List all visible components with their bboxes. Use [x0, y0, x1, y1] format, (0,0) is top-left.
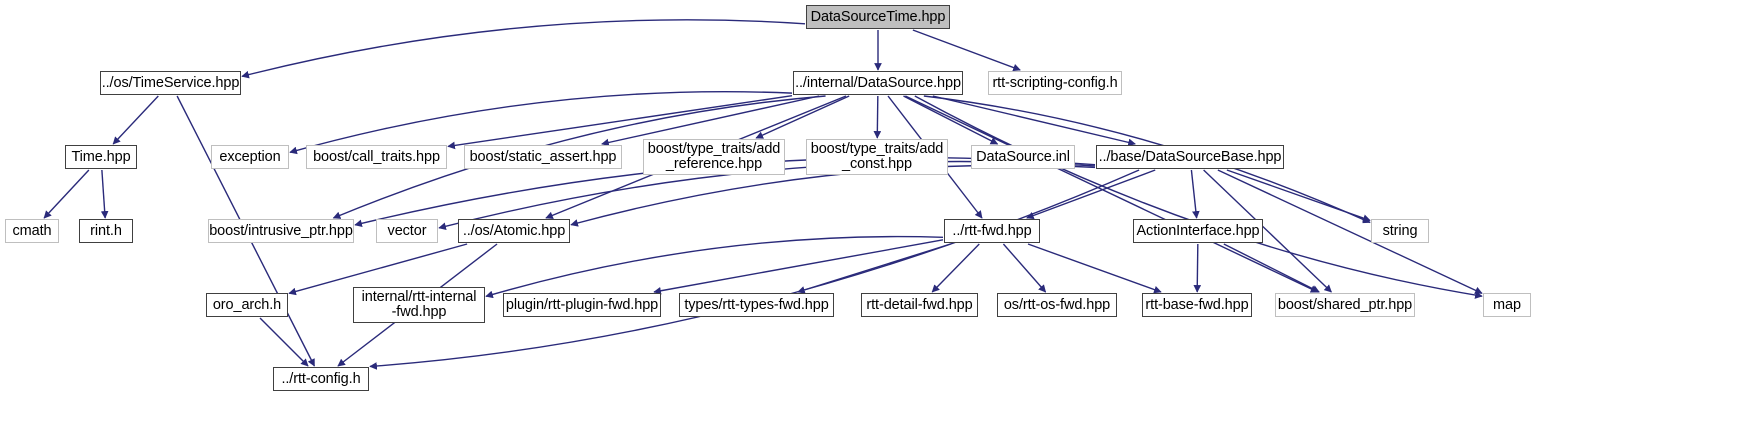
graph-node-add_const[interactable]: boost/type_traits/add _const.hpp: [806, 139, 948, 175]
graph-edge-datasourcebase-to-rtt_fwd: [1026, 169, 1156, 220]
graph-node-internal_datasource[interactable]: ../internal/DataSource.hpp: [793, 71, 963, 95]
graph-edge-internal_datasource-to-shared_ptr: [905, 95, 1319, 293]
graph-edge-time-to-rint: [100, 169, 109, 219]
graph-node-map[interactable]: map: [1483, 293, 1531, 317]
graph-node-cmath[interactable]: cmath: [5, 219, 59, 243]
graph-edge-rtt_fwd-to-os_fwd: [1002, 243, 1047, 293]
graph-edge-internal_datasource-to-static_assert: [601, 95, 820, 147]
graph-node-vector[interactable]: vector: [376, 219, 438, 243]
graph-node-rint[interactable]: rint.h: [79, 219, 133, 243]
graph-edge-rtt_fwd-to-plugin_fwd: [653, 239, 944, 295]
graph-edge-internal_datasource-to-add_reference: [755, 95, 850, 139]
graph-node-add_reference[interactable]: boost/type_traits/add _reference.hpp: [643, 139, 785, 175]
graph-edge-rtt_fwd-to-detail_fwd: [931, 243, 980, 293]
graph-node-intrusive_ptr[interactable]: boost/intrusive_ptr.hpp: [208, 219, 354, 243]
graph-node-call_traits[interactable]: boost/call_traits.hpp: [306, 145, 447, 169]
graph-node-timeservice[interactable]: ../os/TimeService.hpp: [100, 71, 241, 95]
graph-edge-internal_datasource-to-add_const: [873, 95, 882, 139]
graph-edge-internal_datasource-to-datasourcebase: [932, 95, 1136, 147]
graph-node-time[interactable]: Time.hpp: [65, 145, 137, 169]
graph-edge-actioninterface-to-shared_ptr: [1223, 243, 1320, 293]
graph-node-rtt_scripting_config[interactable]: rtt-scripting-config.h: [988, 71, 1122, 95]
graph-edge-datasourcebase-to-rtt_config: [369, 169, 1140, 370]
graph-edge-oro_arch-to-rtt_config: [259, 317, 309, 367]
graph-node-datasourcebase[interactable]: ../base/DataSourceBase.hpp: [1096, 145, 1284, 169]
graph-node-datasourcetime[interactable]: DataSourceTime.hpp: [806, 5, 950, 29]
graph-edge-actioninterface-to-base_fwd: [1193, 243, 1202, 293]
graph-node-datasource_inl[interactable]: DataSource.inl: [971, 145, 1075, 169]
graph-node-rtt_fwd[interactable]: ../rtt-fwd.hpp: [944, 219, 1040, 243]
graph-edge-atomic-to-oro_arch: [288, 243, 468, 296]
graph-edge-timeservice-to-time: [112, 95, 159, 145]
graph-node-rtt_config[interactable]: ../rtt-config.h: [273, 367, 369, 391]
graph-node-base_fwd[interactable]: rtt-base-fwd.hpp: [1142, 293, 1252, 317]
graph-edge-datasourcebase-to-actioninterface: [1190, 169, 1200, 219]
graph-node-oro_arch[interactable]: oro_arch.h: [206, 293, 288, 317]
graph-node-shared_ptr[interactable]: boost/shared_ptr.hpp: [1275, 293, 1415, 317]
graph-edge-internal_datasource-to-map: [914, 95, 1483, 299]
graph-edge-rtt_fwd-to-types_fwd: [797, 243, 951, 294]
graph-edge-datasourcebase-to-string: [1226, 169, 1371, 222]
graph-node-os_fwd[interactable]: os/rtt-os-fwd.hpp: [997, 293, 1117, 317]
graph-node-string[interactable]: string: [1371, 219, 1429, 243]
graph-node-types_fwd[interactable]: types/rtt-types-fwd.hpp: [679, 293, 834, 317]
graph-edge-internal_datasource-to-datasource_inl: [903, 95, 999, 145]
graph-edge-time-to-cmath: [43, 169, 90, 219]
graph-edge-datasourcetime-to-rtt_scripting_config: [912, 29, 1021, 72]
graph-node-actioninterface[interactable]: ActionInterface.hpp: [1133, 219, 1263, 243]
graph-node-detail_fwd[interactable]: rtt-detail-fwd.hpp: [861, 293, 978, 317]
graph-node-plugin_fwd[interactable]: plugin/rtt-plugin-fwd.hpp: [503, 293, 661, 317]
graph-node-exception[interactable]: exception: [211, 145, 289, 169]
graph-edge-rtt_fwd-to-base_fwd: [1027, 243, 1162, 294]
graph-node-atomic[interactable]: ../os/Atomic.hpp: [458, 219, 570, 243]
graph-node-rtt_internal_fwd[interactable]: internal/rtt-internal -fwd.hpp: [353, 287, 485, 323]
graph-node-static_assert[interactable]: boost/static_assert.hpp: [464, 145, 622, 169]
graph-edge-rtt_fwd-to-rtt_internal_fwd: [485, 235, 944, 299]
graph-edge-datasourcetime-to-timeservice: [241, 19, 806, 79]
